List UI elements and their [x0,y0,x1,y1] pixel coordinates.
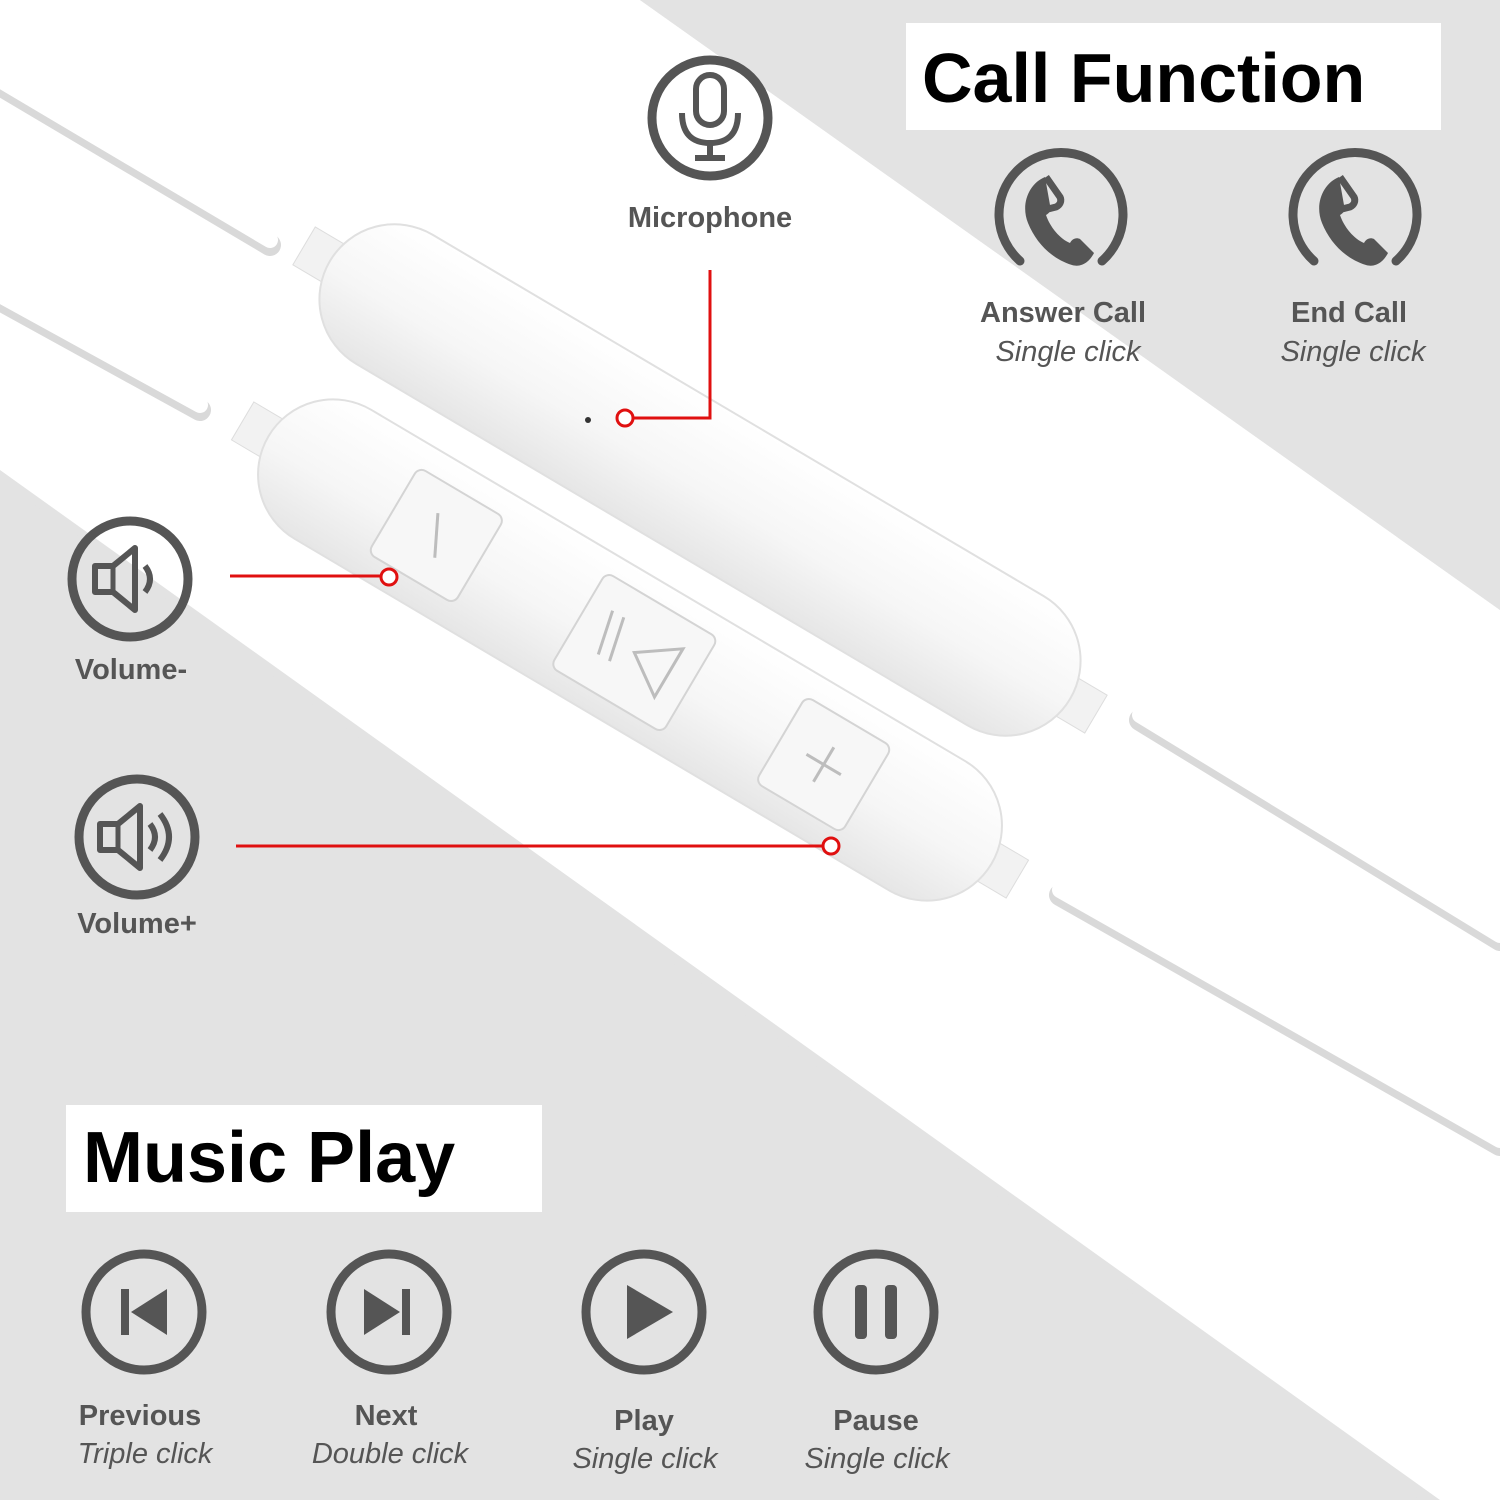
previous-label: Previous [78,1400,202,1432]
volume-up-callout-dot [821,836,841,856]
remote-minus-button [369,468,503,602]
remote-playpause-button [552,574,717,732]
play-icon [581,1249,707,1375]
next-label: Next [354,1400,418,1432]
speaker-low-icon [67,516,193,642]
pause-icon [813,1249,939,1375]
microphone-icon [647,55,773,181]
pause-action: Single click [804,1443,950,1475]
volume-down-label: Volume- [74,654,188,686]
mic-callout-line [634,270,712,420]
answer-call-label: Answer Call [980,297,1146,329]
next-icon [326,1249,452,1375]
grey-band [0,480,1420,1500]
lower-cable [0,287,1500,1156]
grey-band-top [640,0,1500,610]
upper-remote [292,223,1108,737]
end-call-phone-icon [1288,147,1422,266]
music-play-title-box [66,1105,542,1212]
play-action: Single click [572,1443,718,1475]
lower-remote [230,398,1030,902]
previous-action: Triple click [77,1438,213,1470]
previous-icon [81,1249,207,1375]
mic-callout-dot [615,408,635,428]
upper-cable [0,72,1500,951]
end-call-action: Single click [1280,336,1426,368]
next-action: Double click [311,1438,469,1470]
remote-plus-button [757,698,891,832]
call-function-title: Call Function [922,39,1366,117]
answer-call-action: Single click [995,336,1141,368]
callouts [230,270,841,856]
call-function-title-box [906,23,1441,130]
music-play-title: Music Play [83,1118,456,1198]
volume-down-callout-dot [379,567,399,587]
end-call-label: End Call [1290,297,1408,329]
answer-call-phone-icon [994,147,1128,266]
mic-hole [585,417,591,423]
speaker-high-icon [74,774,200,900]
volume-up-label: Volume+ [77,908,197,940]
pause-label: Pause [833,1405,919,1437]
play-label: Play [614,1405,674,1437]
microphone-label: Microphone [627,202,793,234]
